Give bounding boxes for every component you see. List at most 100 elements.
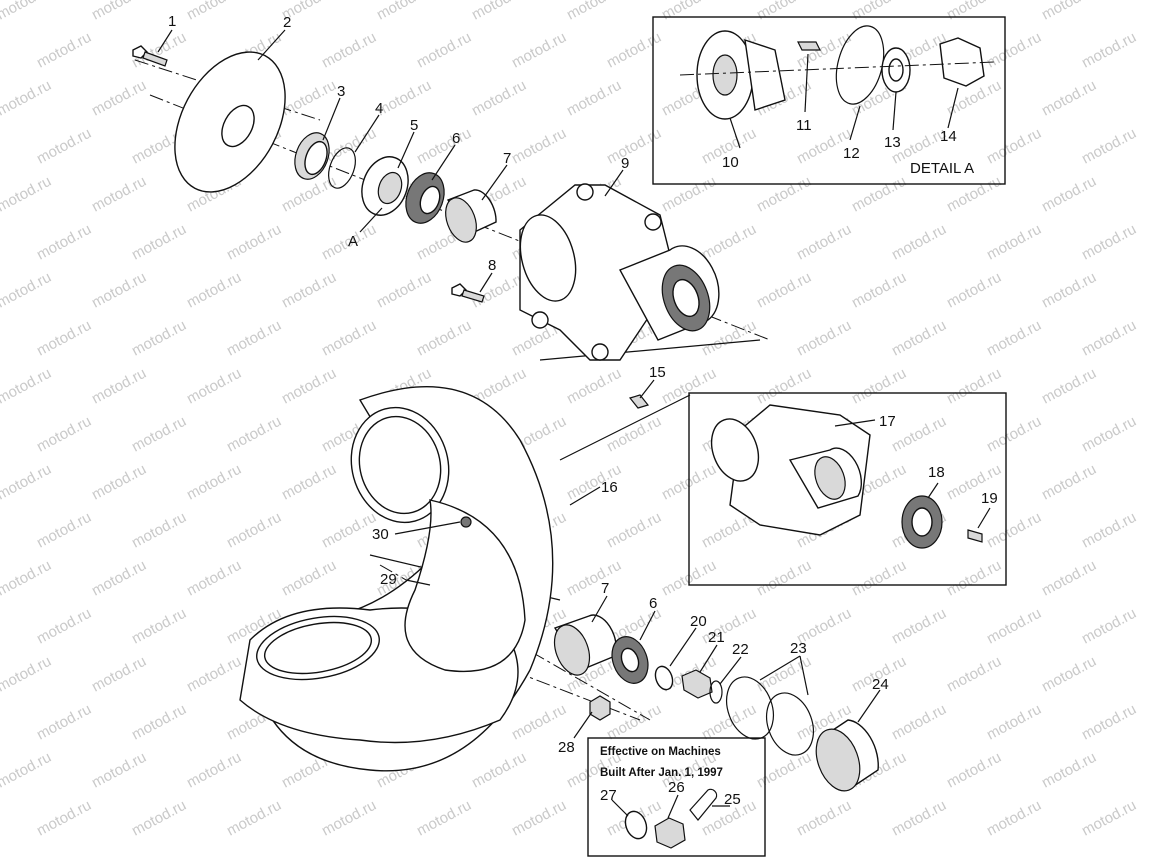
watermark-text: motod.ru [794, 797, 854, 840]
part-number-labels: 1 2 3 4 5 6 7 9 8 15 A 10 11 12 13 14 DE… [168, 13, 998, 808]
watermark-text: motod.ru [89, 365, 149, 408]
seal-part-3 [294, 132, 330, 180]
watermark-text: motod.ru [129, 413, 189, 456]
watermark-text: motod.ru [889, 221, 949, 264]
label-part-10: 10 [722, 154, 739, 171]
label-part-16: 16 [601, 479, 618, 496]
watermark-text: motod.ru [794, 317, 854, 360]
watermark-text: motod.ru [184, 461, 244, 504]
wheel-rim-part-29 [239, 499, 526, 744]
watermark-text: motod.ru [184, 0, 244, 24]
watermark-text: motod.ru [129, 797, 189, 840]
inset-note-line2: Built After Jan. 1, 1997 [600, 767, 723, 779]
label-part-21: 21 [708, 629, 725, 646]
watermark-text: motod.ru [944, 173, 1004, 216]
label-part-13: 13 [884, 134, 901, 151]
watermark-text: motod.ru [89, 77, 149, 120]
watermark-text: motod.ru [184, 365, 244, 408]
label-part-8: 8 [488, 257, 496, 274]
watermark-text: motod.ru [509, 125, 569, 168]
label-part-25: 25 [724, 791, 741, 808]
watermark-text: motod.ru [849, 269, 909, 312]
watermark-text: motod.ru [1039, 173, 1099, 216]
watermark-text: motod.ru [604, 509, 664, 552]
watermark-text: motod.ru [509, 701, 569, 744]
label-part-6-lower: 6 [649, 595, 657, 612]
label-part-20: 20 [690, 613, 707, 630]
watermark-text: motod.ru [319, 29, 379, 72]
watermark-text: motod.ru [849, 557, 909, 600]
watermark-text: motod.ru [984, 125, 1044, 168]
watermark-text: motod.ru [564, 365, 624, 408]
watermark-text: motod.ru [0, 749, 54, 792]
watermark-text: motod.ru [0, 653, 54, 696]
watermark-text: motod.ru [184, 269, 244, 312]
watermark-text: motod.ru [89, 173, 149, 216]
watermark-text: motod.ru [794, 221, 854, 264]
label-part-5: 5 [410, 117, 418, 134]
label-part-29: 29 [380, 571, 397, 588]
label-part-12: 12 [843, 145, 860, 162]
watermark-text: motod.ru [1079, 413, 1139, 456]
watermark-text: motod.ru [224, 509, 284, 552]
bearing-part-6 [405, 172, 445, 224]
watermark-text: motod.ru [1079, 221, 1139, 264]
watermark-text: motod.ru [279, 557, 339, 600]
watermark-text: motod.ru [279, 365, 339, 408]
watermark-text: motod.ru [754, 0, 814, 24]
watermark-text: motod.ru [184, 557, 244, 600]
watermark-text: motod.ru [469, 0, 529, 24]
watermark-text: motod.ru [754, 653, 814, 696]
snap-ring-part-4 [328, 147, 356, 189]
watermark-text: motod.ru [34, 221, 94, 264]
watermark-text: motod.ru [944, 0, 1004, 24]
watermark-text: motod.ru [849, 365, 909, 408]
watermark-text: motod.ru [564, 0, 624, 24]
label-part-18: 18 [928, 464, 945, 481]
bolt-part-1 [132, 45, 168, 67]
label-part-27: 27 [600, 787, 617, 804]
watermark-text: motod.ru [1039, 653, 1099, 696]
label-part-23: 23 [790, 640, 807, 657]
watermark-text: motod.ru [89, 557, 149, 600]
watermark-text: motod.ru [414, 797, 474, 840]
watermark-text: motod.ru [889, 605, 949, 648]
watermark-text: motod.ru [944, 749, 1004, 792]
watermark-layer: motod.ru motod.ru motod.ru motod.ru motod.ru… [0, 0, 1139, 840]
watermark-text: motod.ru [89, 653, 149, 696]
watermark-text: motod.ru [0, 77, 54, 120]
watermark-text: motod.ru [89, 269, 149, 312]
watermark-text: motod.ru [319, 317, 379, 360]
label-part-17: 17 [879, 413, 896, 430]
hub-housing-part-9 [519, 183, 720, 361]
watermark-text: motod.ru [1079, 125, 1139, 168]
label-part-11: 11 [796, 117, 812, 134]
watermark-text: motod.ru [34, 605, 94, 648]
watermark-text: motod.ru [659, 173, 719, 216]
label-part-28: 28 [558, 739, 575, 756]
watermark-text: motod.ru [849, 0, 909, 24]
detail-a-title: DETAIL A [910, 160, 974, 177]
watermark-text: motod.ru [89, 749, 149, 792]
label-part-9: 9 [621, 155, 629, 172]
watermark-text: motod.ru [984, 317, 1044, 360]
watermark-text: motod.ru [34, 317, 94, 360]
detail-a-inset [652, 16, 1006, 185]
watermark-text: motod.ru [34, 797, 94, 840]
watermark-text: motod.ru [129, 605, 189, 648]
watermark-text: motod.ru [659, 0, 719, 24]
watermark-text: motod.ru [224, 797, 284, 840]
watermark-text: motod.ru [754, 173, 814, 216]
watermark-text: motod.ru [944, 557, 1004, 600]
washer-part-20 [654, 665, 674, 691]
watermark-text: motod.ru [0, 173, 54, 216]
watermark-text: motod.ru [984, 605, 1044, 648]
watermark-text: motod.ru [0, 269, 54, 312]
watermark-text: motod.ru [1079, 317, 1139, 360]
watermark-text: motod.ru [944, 269, 1004, 312]
watermark-text: motod.ru [34, 125, 94, 168]
watermark-text: motod.ru [34, 509, 94, 552]
watermark-text: motod.ru [469, 77, 529, 120]
watermark-text: motod.ru [754, 557, 814, 600]
watermark-text: motod.ru [984, 701, 1044, 744]
